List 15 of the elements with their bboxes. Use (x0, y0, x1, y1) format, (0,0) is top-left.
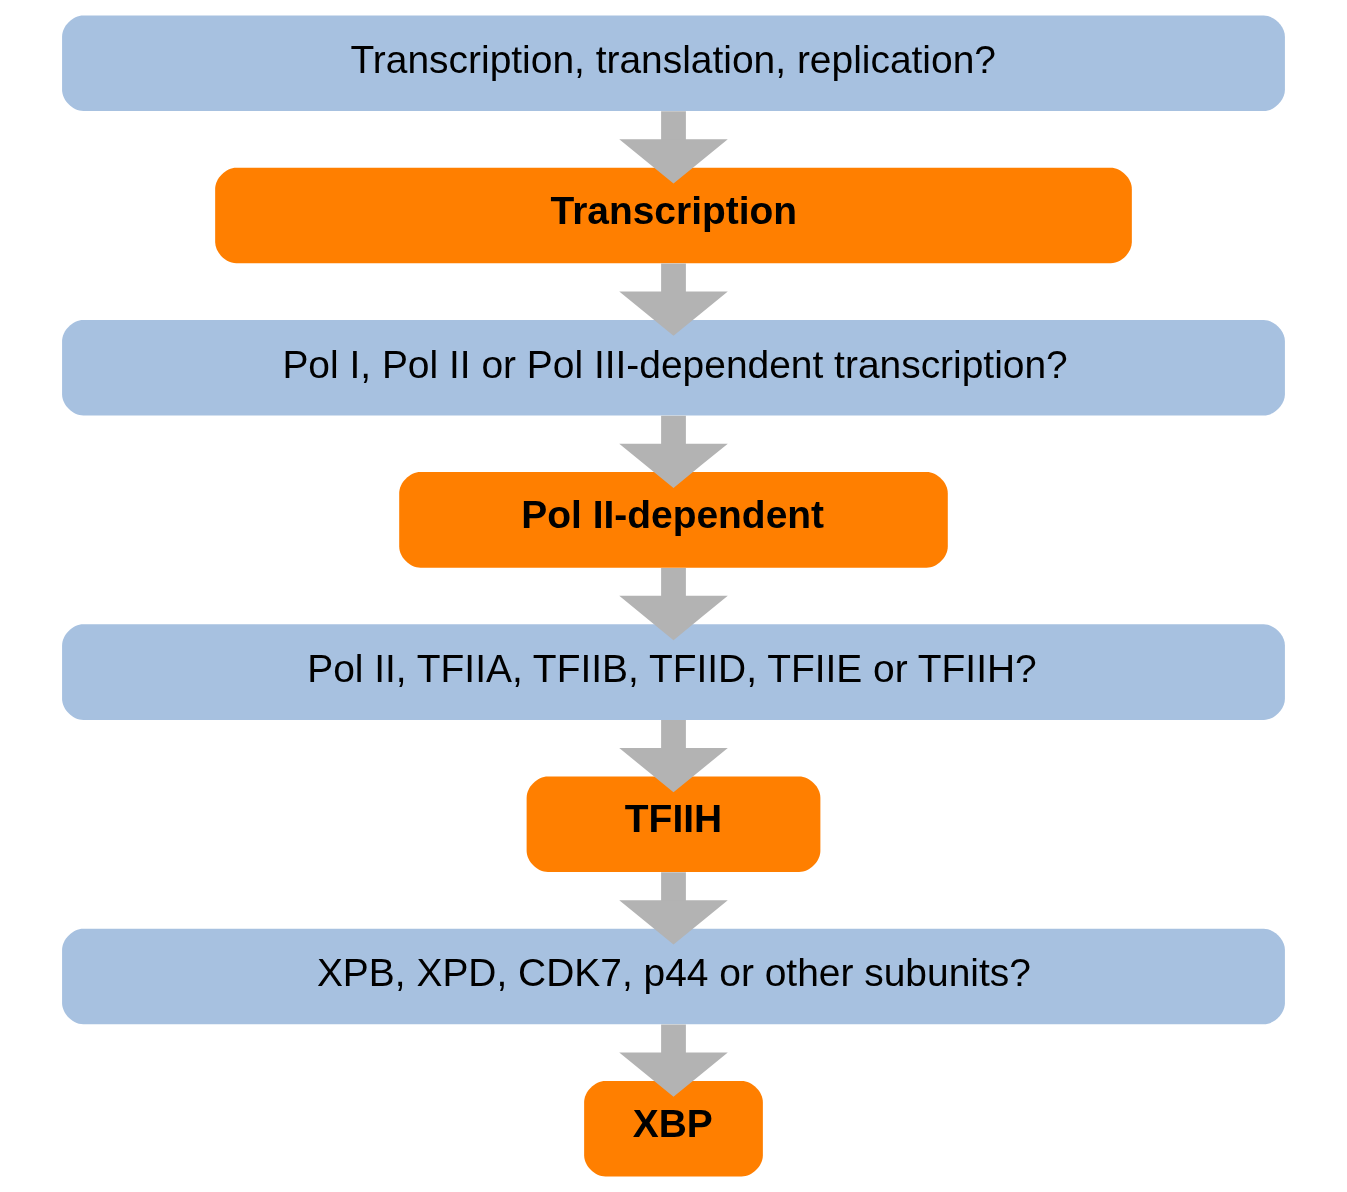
arrow (619, 872, 728, 945)
node-box: XPB, XPD, CDK7, p44 or other subunits? (62, 928, 1285, 1025)
node-box: XBP (584, 1080, 763, 1177)
node-box: Pol II, TFIIA, TFIIB, TFIID, TFIIE or TFIIH? (62, 624, 1285, 720)
arrow (619, 263, 728, 336)
arrow (619, 567, 728, 641)
arrow (619, 720, 728, 793)
node-box: Pol I, Pol II or Pol III-dependent transcription? (62, 319, 1285, 416)
arrow (619, 111, 728, 184)
arrow (619, 415, 728, 488)
arrow (619, 1024, 728, 1097)
node-box: Transcription (215, 167, 1132, 264)
node-box: Transcription, translation, replication? (62, 15, 1285, 112)
node-box: Pol II-dependent (399, 472, 948, 568)
node-box: TFIIH (526, 776, 821, 873)
